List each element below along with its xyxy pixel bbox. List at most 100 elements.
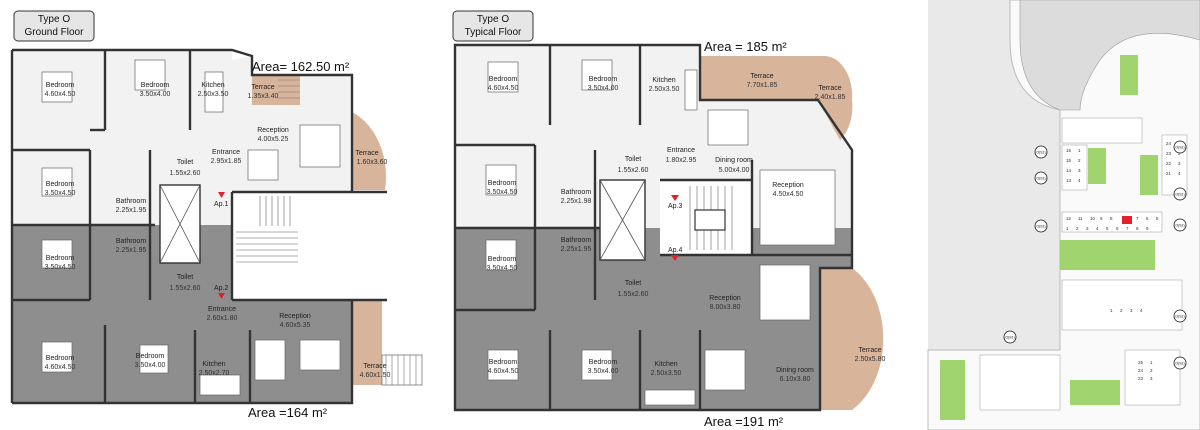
- room-name: Bedroom: [589, 76, 618, 83]
- ground-terrace-bottom: [352, 300, 382, 385]
- plot-number: 24: [1138, 368, 1144, 373]
- room-name: Terrace: [858, 347, 881, 354]
- room-name: Toilet: [177, 159, 193, 166]
- room-dim: 2.25x1.95: [561, 246, 592, 253]
- plot-number: 3: [1078, 168, 1081, 173]
- plot-number: 1: [1110, 308, 1113, 313]
- typical-terrace-right: [820, 268, 884, 410]
- room-dim: 2.25x1.95: [116, 207, 147, 214]
- ground-bed-5: [41, 341, 73, 373]
- ground-bed-1: [41, 71, 73, 103]
- room-dim: 2.60x1.80: [207, 315, 238, 322]
- typical-ap4-label: Ap.4: [668, 247, 683, 254]
- plot-number: 1: [1066, 226, 1069, 231]
- plot-number: 4: [1078, 178, 1081, 183]
- typical-bed-2: [581, 59, 613, 91]
- plot-number: 5: [1106, 226, 1109, 231]
- plot-number: 2: [1078, 158, 1081, 163]
- plot-number: 2: [1150, 368, 1153, 373]
- ground-ap2-label: Ap.2: [214, 285, 229, 292]
- plot-number: 2: [1076, 226, 1079, 231]
- room-name: Reception: [279, 313, 311, 320]
- typical-reception-sofa-2: [759, 264, 811, 321]
- typical-area-bottom: Area =191 m²: [704, 414, 784, 429]
- room-name: Reception: [772, 182, 804, 189]
- ground-room-labels: Bedroom 4.60x4.50 Bedroom 3.50x4.00 Kitc…: [45, 82, 391, 379]
- typical-title-box: [452, 10, 534, 42]
- room-name: Terrace: [750, 73, 773, 80]
- ground-bed-3: [41, 167, 73, 197]
- site-highlighted-plot: [1122, 216, 1132, 224]
- site-block-a: 16 1 15 2 14 3 13 4: [1066, 148, 1081, 183]
- room-dim: 3.50x4.00: [588, 85, 619, 92]
- room-dim: 4.00x5.25: [258, 136, 289, 143]
- room-dim: 2.50x3.50: [198, 91, 229, 98]
- plot-number: 4: [1178, 171, 1181, 176]
- plot-number: 5: [1156, 216, 1159, 221]
- room-dim: 3.50x4.50: [487, 265, 518, 272]
- callout-label: O(S1): [1175, 146, 1184, 150]
- plot-number: 15: [1066, 158, 1072, 163]
- typical-ap3-arrow: [671, 195, 679, 201]
- plot-number: 14: [1066, 168, 1072, 173]
- room-name: Bedroom: [136, 353, 165, 360]
- plot-number: 3: [1130, 308, 1133, 313]
- room-dim: 2.40x1.85: [815, 94, 846, 101]
- room-name: Kitchen: [652, 77, 675, 84]
- room-name: Terrace: [363, 363, 386, 370]
- room-name: Bedroom: [488, 180, 517, 187]
- room-name: Terrace: [251, 84, 274, 91]
- typical-title-line2: Typical Floor: [465, 27, 522, 38]
- ground-bed-4: [41, 239, 73, 269]
- room-dim: 4.60x1.50: [360, 372, 391, 379]
- ground-kitchen-counter-2: [199, 374, 241, 396]
- callout-label: O(S1): [1175, 315, 1184, 319]
- plot-number: 11: [1078, 216, 1083, 221]
- room-name: Toilet: [625, 156, 641, 163]
- plot-number: 4: [1140, 308, 1143, 313]
- room-name: Bedroom: [589, 359, 618, 366]
- plot-number: 7: [1126, 226, 1129, 231]
- plot-number: 23: [1138, 376, 1144, 381]
- callout-label: O(S1): [1175, 362, 1184, 366]
- ground-floor-plan: Type O Ground Floor: [10, 10, 423, 420]
- typical-kitchen-counter: [684, 69, 698, 111]
- ground-terrace-right: [352, 112, 387, 190]
- typical-bed-6: [581, 349, 613, 381]
- callout-label: O(S1): [1175, 224, 1184, 228]
- room-name: Bedroom: [46, 181, 75, 188]
- typical-lower-floor: [455, 228, 852, 410]
- plot-number: 1: [1078, 148, 1081, 153]
- room-dim: 2.50x3.50: [651, 370, 682, 377]
- plot-number: 16: [1066, 148, 1072, 153]
- plot-number: 9: [1100, 216, 1103, 221]
- room-name: Bedroom: [489, 76, 518, 83]
- ground-title-line2: Ground Floor: [25, 27, 85, 38]
- room-name: Bathroom: [116, 198, 147, 205]
- room-dim: 4.60x5.35: [280, 322, 311, 329]
- room-dim: 4.60x4.50: [488, 368, 519, 375]
- room-dim: 2.50x2.70: [199, 370, 230, 377]
- room-name: Dining room: [776, 367, 814, 374]
- room-dim: 7.70x1.85: [747, 82, 778, 89]
- plot-number: 6: [1146, 216, 1149, 221]
- ground-dining-2: [254, 339, 286, 381]
- room-dim: 2.95x1.85: [211, 158, 242, 165]
- room-dim: 1.55x2.60: [618, 291, 649, 298]
- room-dim: 2.25x1.98: [561, 198, 592, 205]
- room-name: Dining room: [715, 157, 753, 164]
- room-name: Entrance: [212, 149, 240, 156]
- plot-number: 24: [1166, 141, 1172, 146]
- typical-terrace-top: [700, 56, 853, 140]
- room-name: Entrance: [208, 306, 236, 313]
- callout-label: O(S1): [1036, 177, 1045, 181]
- room-dim: 1.80x2.95: [666, 157, 697, 164]
- room-dim: 5.00x4.00: [719, 167, 750, 174]
- plot-number: 6: [1116, 226, 1119, 231]
- typical-floor-plan: Type O Typical Floor: [452, 10, 885, 429]
- room-name: Bathroom: [116, 238, 147, 245]
- site-row-bottom: 1 2 3 4 5 6 7 8 9: [1066, 226, 1149, 231]
- plot-number: 8: [1136, 226, 1139, 231]
- plot-number: 22: [1166, 161, 1172, 166]
